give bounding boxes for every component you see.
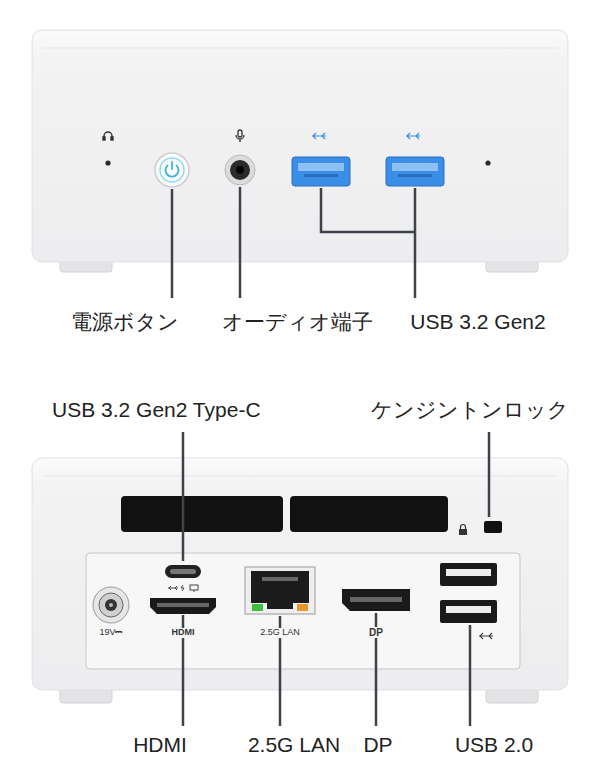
port-shell (150, 598, 216, 614)
mic-stand (236, 135, 244, 142)
device-body (32, 30, 568, 262)
port-tongue (446, 606, 491, 613)
port-tongue (446, 569, 491, 576)
usb2-port (440, 563, 497, 586)
port-marking: 2.5G LAN (258, 628, 302, 638)
part-label: 2.5G LAN (248, 732, 340, 757)
part-label: ケンジントンロック (371, 397, 569, 422)
port-marking: 19V⎓ (97, 628, 124, 638)
usb-port (292, 157, 350, 186)
port-marking: HDMI (170, 628, 197, 638)
lock-shackle (461, 525, 466, 530)
leader-line (171, 189, 174, 298)
jack-hole (105, 599, 117, 611)
jack-rim (93, 587, 129, 623)
usb-trident (312, 133, 326, 139)
superspeed-icon (312, 133, 326, 139)
port-shell (386, 157, 444, 186)
part-label: USB 2.0 (455, 732, 533, 757)
button-glow (160, 158, 184, 182)
lock-slot (484, 521, 502, 533)
power-button (155, 153, 189, 187)
button-rim (155, 153, 189, 187)
superspeed-icon (406, 133, 420, 139)
part-label: USB 3.2 Gen2 (410, 309, 545, 334)
port-marking: DP (367, 627, 385, 638)
rear-view (32, 458, 568, 703)
mic-capsule (238, 130, 242, 137)
headphone-cup (111, 137, 113, 140)
port-contacts (262, 577, 298, 581)
audio-jack (225, 155, 255, 185)
top-edge (42, 476, 558, 477)
lock-body (459, 529, 467, 535)
jack-core (236, 166, 244, 174)
port-tongue (350, 597, 402, 602)
dp-port (342, 589, 410, 611)
port-shell (165, 565, 201, 578)
display-icon (190, 585, 198, 590)
usb-icon (479, 633, 493, 639)
pd-bolt (181, 585, 184, 591)
lock-icon (459, 525, 467, 536)
port-tongue (170, 569, 196, 574)
jack-pin (109, 603, 113, 607)
jack-ring (99, 593, 123, 617)
port-tongue (157, 603, 209, 607)
indicator-dot (485, 160, 490, 165)
port-shell (440, 563, 497, 586)
leader-line (239, 187, 242, 298)
port-shell (440, 600, 497, 623)
usb-trident (168, 586, 178, 590)
type-c-port (165, 565, 201, 578)
headphone-cup (103, 137, 105, 140)
port-shell (292, 157, 350, 186)
usb-trident (406, 133, 420, 139)
device-body (32, 458, 568, 690)
usb2-port (440, 600, 497, 623)
dc-jack (93, 587, 129, 623)
headphone-band (104, 132, 112, 139)
hdmi-port (150, 598, 216, 614)
part-label: 電源ボタン (71, 309, 179, 334)
usb-trident (479, 633, 493, 639)
port-contacts (398, 174, 432, 177)
leader-line (469, 625, 472, 726)
part-label: USB 3.2 Gen2 Type-C (52, 397, 261, 422)
leader-lines (172, 187, 415, 298)
jack-hole (230, 160, 250, 180)
part-label: DP (363, 732, 392, 757)
display-stand (194, 590, 195, 592)
front-view (32, 30, 568, 272)
port-shell (342, 589, 410, 611)
link-led (252, 604, 263, 611)
usb-port (386, 157, 444, 186)
lan-port (245, 567, 315, 614)
leader-bracket (321, 188, 415, 232)
port-opening (251, 571, 309, 609)
type-c-icons (168, 585, 198, 592)
port-tongue (298, 163, 344, 171)
top-edge (42, 48, 558, 49)
leader-line (414, 188, 417, 298)
port-frame (245, 567, 315, 614)
port-contacts (304, 174, 338, 177)
mic-icon (236, 130, 244, 142)
vent (121, 496, 283, 532)
rear-panel (86, 553, 520, 669)
port-tongue (392, 163, 438, 171)
leader-line (182, 432, 185, 561)
power-icon (171, 162, 173, 169)
part-label: オーディオ端子 (222, 309, 373, 334)
indicator-dot (105, 160, 110, 165)
activity-led (297, 604, 308, 611)
part-label: HDMI (133, 732, 187, 757)
leader-lines (183, 432, 489, 726)
leader-line (488, 432, 491, 517)
vent (290, 496, 448, 532)
jack-rim (225, 155, 255, 185)
headphone-icon (103, 132, 113, 140)
